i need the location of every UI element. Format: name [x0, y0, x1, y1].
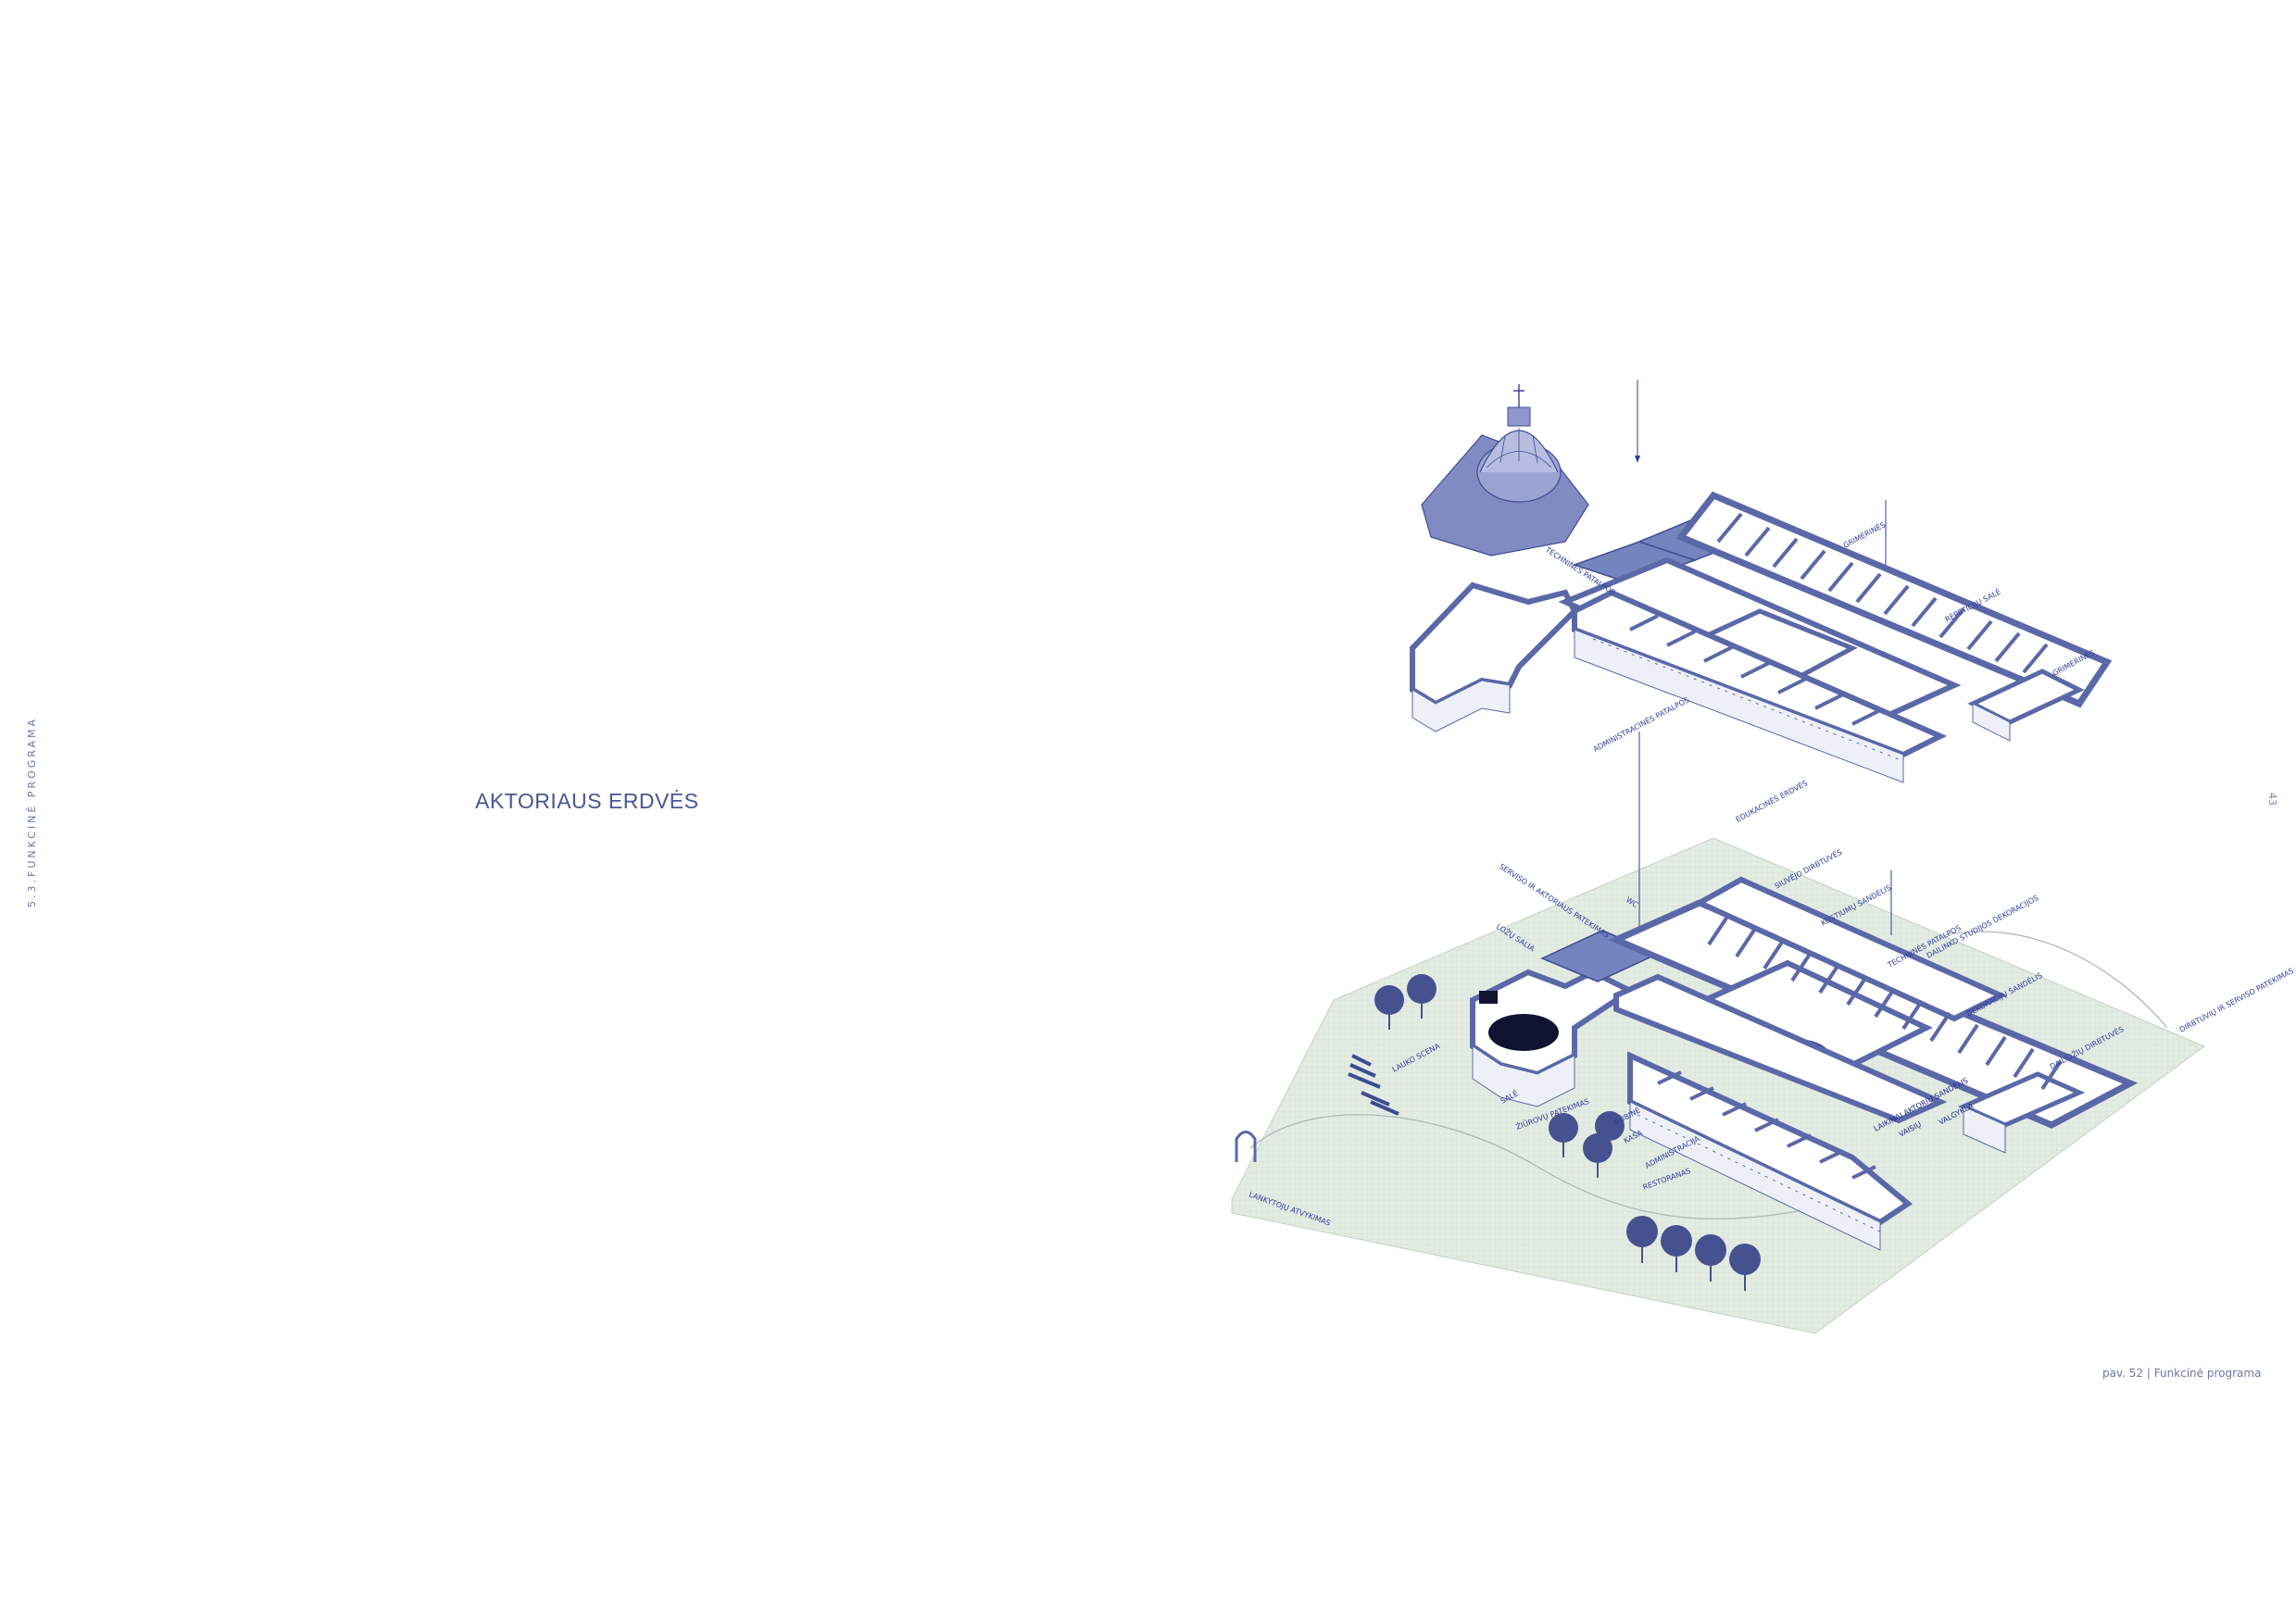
site-path-curve: [1249, 1114, 1835, 1219]
upper-level-plan: [1410, 491, 2113, 783]
church-dome: [1421, 384, 1589, 556]
page-heading: AKTORIAUS ERDVĖS: [475, 789, 699, 813]
outdoor-seating: [1348, 1054, 1399, 1116]
theatre-hall-ellipse: [1488, 1014, 1559, 1051]
page-number: 43: [2266, 793, 2278, 806]
label-edukacines: EDUKACINĖS ERDVĖS: [1734, 778, 1809, 823]
figure-caption: pav. 52 | Funkcinė programa: [2102, 1367, 2262, 1380]
site-ground-grid: [1232, 838, 2204, 1333]
label-dailininko: DAILINKO STUDIJOS DEKORACIJOS: [1926, 894, 2040, 960]
site-path-curve-2: [1944, 931, 2168, 1029]
label-grimernes-1: GRIMERINĖS: [1841, 519, 1887, 549]
stage-block: [1479, 991, 1498, 1004]
entry-gate: [1235, 1131, 1257, 1162]
trees: [1374, 974, 1761, 1291]
lower-level-plan: [1235, 876, 2139, 1251]
connector-arrow-head-1: [1635, 456, 1640, 463]
label-dirbtuviu: DIRBTUVIŲ IR SERVISO PATEKIMAS: [2178, 967, 2295, 1034]
label-administracines: ADMINISTRACINĖS PATALPOS: [1591, 695, 1690, 754]
